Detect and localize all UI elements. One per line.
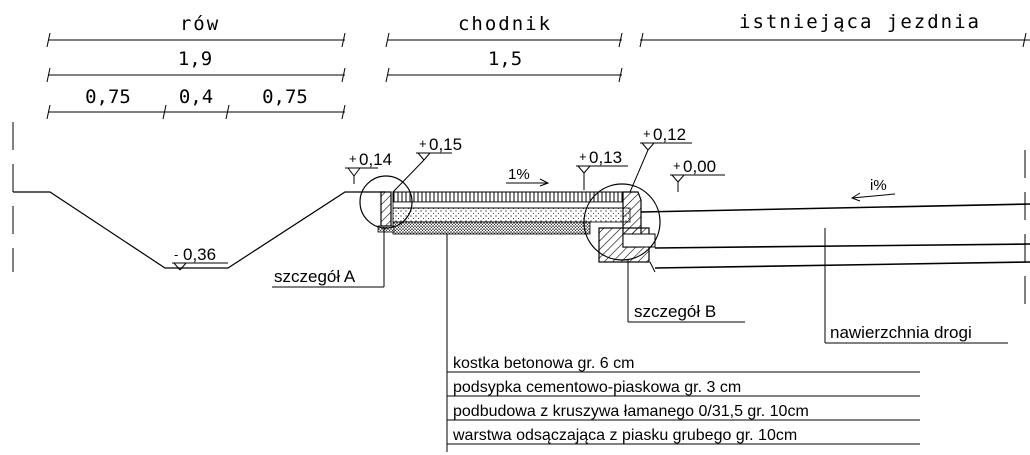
road-slope-label: i% xyxy=(870,177,887,194)
dimension-row-3: 0,75 0,4 0,75 xyxy=(46,86,346,120)
svg-text:-: - xyxy=(174,247,178,262)
detail-a-text: szczegół A xyxy=(274,267,356,286)
detail-a-label: szczegół A xyxy=(272,227,385,288)
level-label-5: 0,00 xyxy=(683,157,716,176)
dim-jezdnia-label: istniejąca jezdnia xyxy=(739,11,981,33)
sidewalk-layers xyxy=(377,191,631,235)
layer-3: podbudowa z kruszywa łamanego 0/31,5 gr.… xyxy=(453,403,809,420)
level-marker-3: + 0,13 xyxy=(576,148,628,190)
dim-a: 0,75 xyxy=(85,86,131,108)
ditch-profile xyxy=(13,191,385,269)
axis-lines xyxy=(12,122,1026,318)
svg-text:+: + xyxy=(349,151,357,166)
detail-b-circle xyxy=(583,183,661,261)
dim-c: 0,75 xyxy=(262,86,308,108)
detail-a-circle xyxy=(359,175,413,229)
detail-b-label: szczegół B xyxy=(627,260,745,323)
level-marker-5: + 0,00 xyxy=(670,157,725,192)
surface-text: nawierzchnia drogi xyxy=(830,323,972,342)
level-label-3: 0,13 xyxy=(589,148,622,167)
level-label-4: 0,12 xyxy=(653,125,686,144)
dim-chodnik-label: chodnik xyxy=(458,13,552,35)
dimension-row-1: rów chodnik istniejąca jezdnia xyxy=(46,11,1030,48)
level-marker-1: + 0,14 xyxy=(345,150,392,184)
dim-row-label: rów xyxy=(180,13,220,35)
level-marker-6: - 0,36 xyxy=(172,245,228,271)
svg-text:+: + xyxy=(419,136,427,151)
svg-text:+: + xyxy=(643,126,651,141)
dimension-row-2: 1,9 1,5 xyxy=(46,48,623,83)
sidewalk-slope: 1% xyxy=(506,166,550,187)
level-label-1: 0,14 xyxy=(359,150,392,169)
road-structure xyxy=(640,203,1030,273)
road-slope: i% xyxy=(850,177,896,202)
sidewalk-slope-label: 1% xyxy=(508,166,530,183)
layer-2: podsypka cementowo-piaskowa gr. 3 cm xyxy=(453,379,741,396)
surface-label: nawierzchnia drogi xyxy=(824,228,1008,344)
svg-text:+: + xyxy=(673,158,681,173)
layer-4: warstwa odsączająca z piasku grubego gr.… xyxy=(452,427,797,444)
layers-legend: kostka betonowa gr. 6 cm podsypka cement… xyxy=(446,234,920,452)
detail-b-text: szczegół B xyxy=(634,302,716,321)
level-marker-2: + 0,15 xyxy=(392,135,462,193)
layer-1: kostka betonowa gr. 6 cm xyxy=(453,355,634,372)
level-label-6: 0,36 xyxy=(183,245,216,264)
dim-b: 0,4 xyxy=(179,86,213,108)
road-curb xyxy=(598,191,656,263)
svg-text:+: + xyxy=(579,149,587,164)
level-label-2: 0,15 xyxy=(429,135,462,154)
level-marker-4: + 0,12 xyxy=(629,125,692,193)
dim-chodnik-width: 1,5 xyxy=(488,48,522,70)
dim-row-width: 1,9 xyxy=(178,48,212,70)
